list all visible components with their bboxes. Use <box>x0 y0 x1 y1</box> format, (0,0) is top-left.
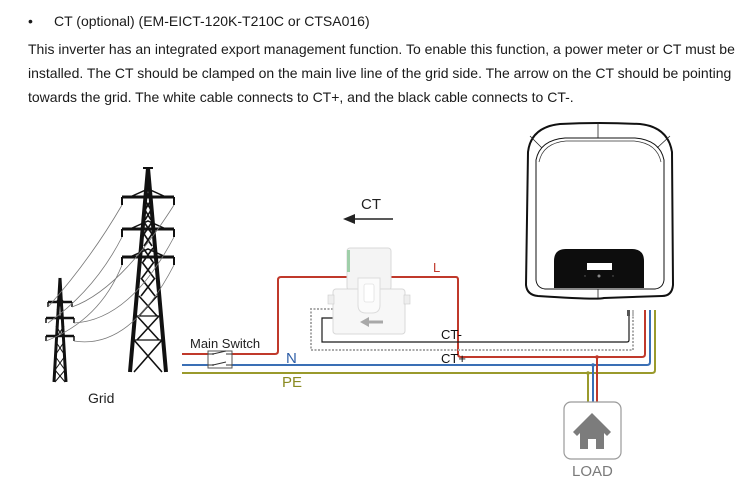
neutral-wire <box>182 313 651 366</box>
overhead-cables <box>45 204 175 343</box>
load-label: LOAD <box>572 463 613 480</box>
pe-wire <box>182 313 656 374</box>
ct-minus-label: CT- <box>441 327 462 342</box>
paragraph-line: installed. The CT should be clamped on t… <box>28 65 732 81</box>
paragraph-line: This inverter has an integrated export m… <box>28 41 735 57</box>
paragraph-line: towards the grid. The white cable connec… <box>28 89 574 105</box>
ct-heading-text: CT (optional) (EM-EICT-120K-T210C or CTS… <box>54 13 370 29</box>
small-tower-icon <box>45 277 75 383</box>
ct-plus-cable <box>310 308 634 351</box>
load-icon <box>563 401 622 460</box>
neutral-junction <box>591 363 595 367</box>
main-switch-icon <box>207 350 233 369</box>
description-paragraph: This inverter has an integrated export m… <box>28 37 735 109</box>
live-junction <box>595 355 599 359</box>
inverter-icon <box>524 122 675 300</box>
inverter-terminals <box>627 310 656 316</box>
live-label: L <box>433 260 440 275</box>
live-wire <box>182 276 646 358</box>
pe-junction <box>586 371 590 375</box>
grid-label: Grid <box>88 390 114 406</box>
ct-title: CT <box>361 196 381 213</box>
ct-plus-label: CT+ <box>441 351 466 366</box>
ct-clamp-icon <box>327 247 411 335</box>
ct-heading: • CT (optional) (EM-EICT-120K-T210C or CT… <box>28 13 370 29</box>
bullet: • <box>28 13 33 29</box>
arrow-left-icon <box>343 214 393 224</box>
main-switch-label: Main Switch <box>190 336 260 351</box>
pe-label: PE <box>282 374 302 391</box>
ct-minus-cable <box>321 313 630 343</box>
neutral-label: N <box>286 350 297 367</box>
large-tower-icon <box>121 167 175 373</box>
